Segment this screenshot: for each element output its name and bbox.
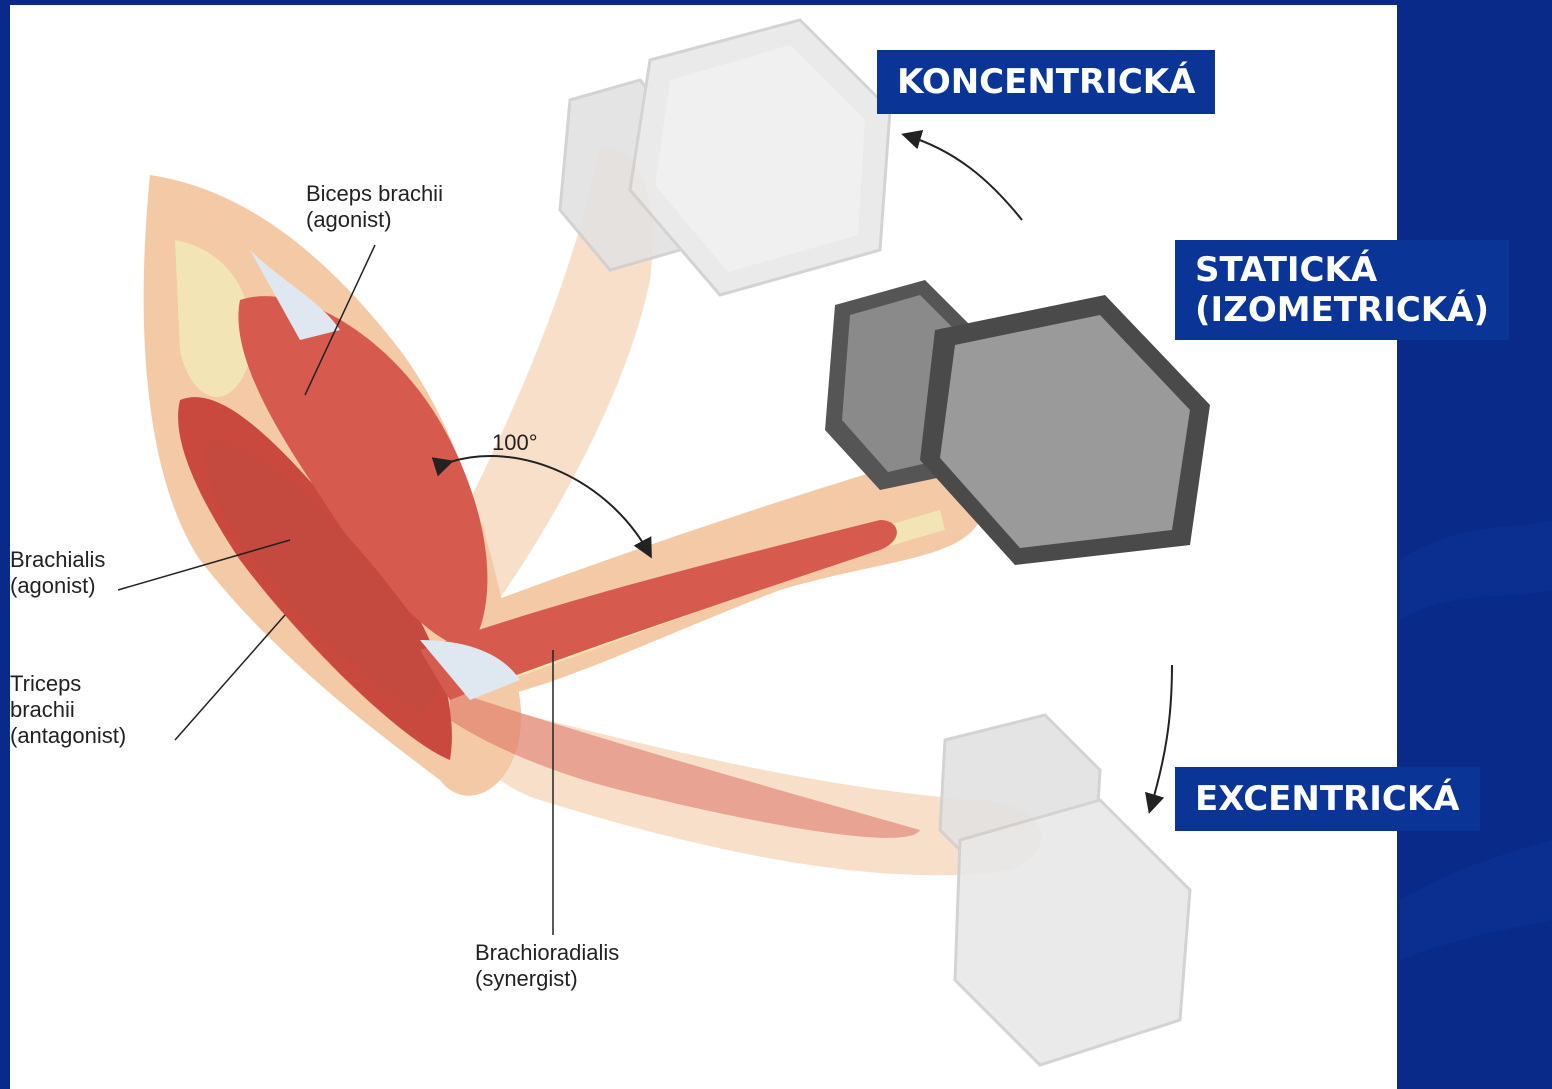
label-triceps-brachii: Triceps brachii (antagonist): [10, 671, 126, 749]
tag-static-isometric: STATICKÁ (IZOMETRICKÁ): [1175, 240, 1509, 340]
tag-concentric: KONCENTRICKÁ: [877, 50, 1215, 114]
label-brachioradialis: Brachioradialis (synergist): [475, 940, 619, 992]
concentric-arrow: [905, 135, 1022, 220]
dumbbell-eccentric: [940, 715, 1190, 1065]
label-angle-100: 100°: [492, 430, 538, 456]
tag-eccentric: EXCENTRICKÁ: [1175, 767, 1480, 831]
arm-muscle-illustration: [10, 5, 1397, 1089]
illustration-panel: Biceps brachii (agonist) 100° Brachialis…: [10, 5, 1397, 1089]
label-biceps-brachii: Biceps brachii (agonist): [306, 181, 443, 233]
eccentric-arrow: [1150, 665, 1172, 810]
label-brachialis: Brachialis (agonist): [10, 547, 105, 599]
dumbbell-concentric: [560, 20, 890, 295]
